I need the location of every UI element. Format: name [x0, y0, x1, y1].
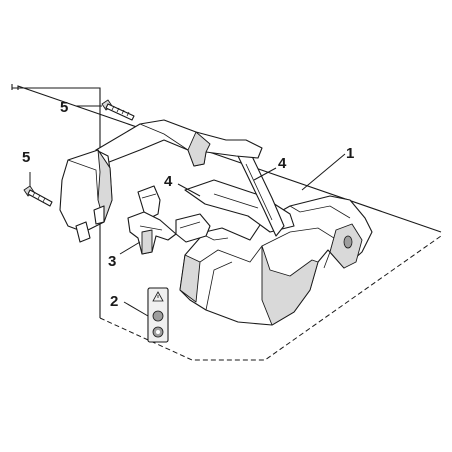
callout-strap-left: 4: [164, 173, 173, 190]
assembly-frame: [11, 84, 442, 361]
callout-screw-top: 5: [60, 99, 68, 116]
end-cap: [59, 149, 113, 243]
leader-label: [123, 301, 149, 317]
callout-bracket: 3: [108, 253, 116, 270]
handle-bracket: [95, 119, 263, 177]
callout-strap-right: 4: [278, 155, 287, 172]
screw-top: [101, 99, 135, 121]
main-cover: [175, 195, 373, 326]
warning-label: [147, 287, 169, 343]
leader-strap-left: [177, 183, 201, 197]
screw-left: [23, 185, 53, 207]
leader-strap-right: [253, 167, 277, 181]
leader-cover: [301, 153, 346, 191]
callout-cover: 1: [346, 145, 354, 162]
callout-screw-left: 5: [22, 149, 30, 166]
leader-lines: [29, 105, 346, 317]
callout-label: 2: [110, 293, 118, 310]
small-bracket: [127, 185, 177, 255]
strap-left: [184, 179, 295, 233]
leader-bracket: [119, 241, 141, 255]
